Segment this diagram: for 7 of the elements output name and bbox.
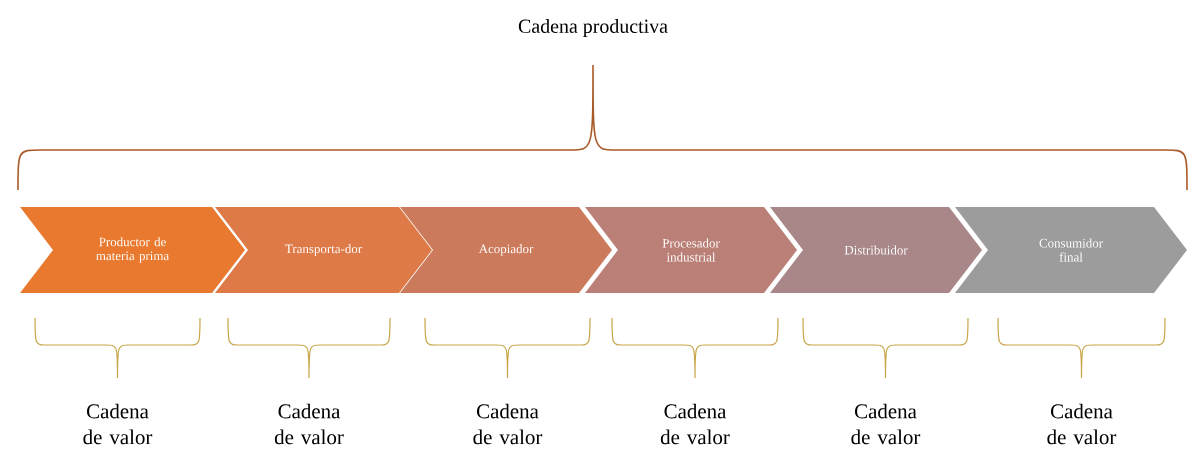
bracket-label: Cadena de valor bbox=[473, 403, 543, 445]
bracket-label: Cadena de valor bbox=[274, 403, 344, 445]
title: Cadena productiva bbox=[518, 18, 668, 37]
bracket-label: Cadena de valor bbox=[83, 403, 153, 445]
bracket-label: Cadena de valor bbox=[1047, 403, 1117, 445]
bracket-label: Cadena de valor bbox=[851, 403, 921, 445]
bracket-label: Cadena de valor bbox=[660, 403, 730, 445]
